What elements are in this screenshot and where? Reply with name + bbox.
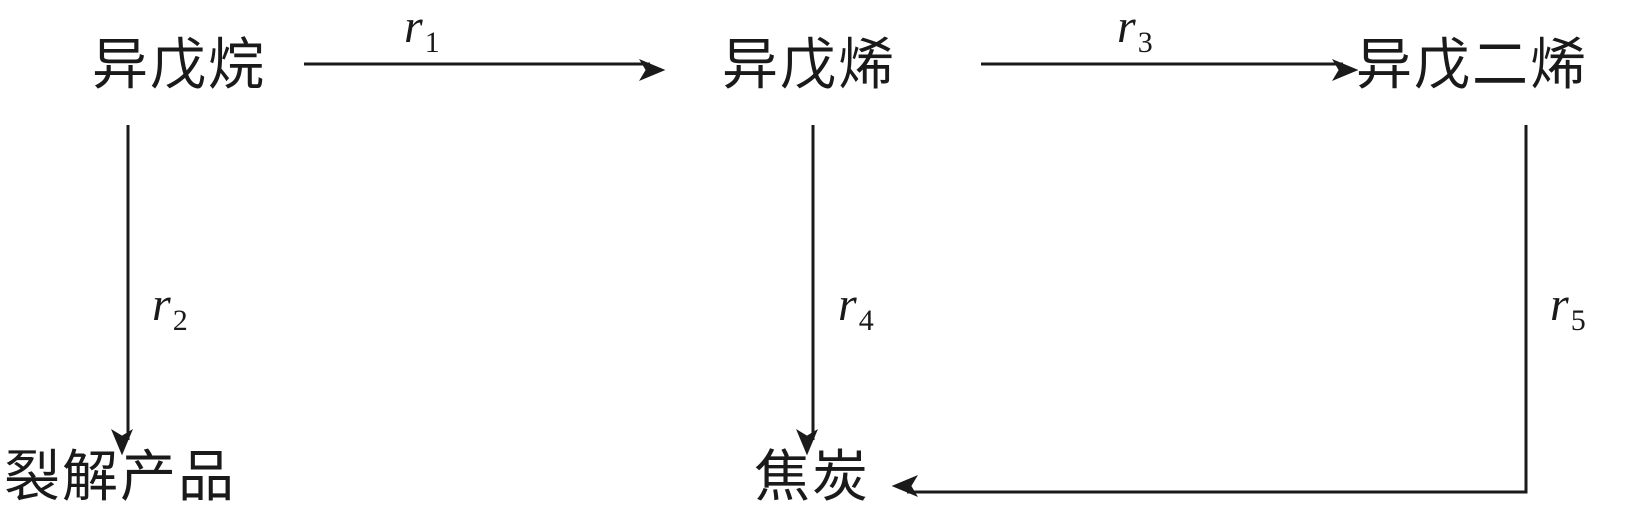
rate-subscript: 3 <box>1137 26 1153 59</box>
node-isoprene: 异戊二烯 <box>1356 33 1588 98</box>
rate-symbol: r <box>404 0 423 53</box>
node-isopentane: 异戊烷 <box>92 33 266 98</box>
rate-label-r2: r2 <box>152 280 188 346</box>
rate-symbol: r <box>838 278 857 331</box>
rate-subscript: 5 <box>1570 304 1586 337</box>
rate-label-r1: r1 <box>404 2 440 68</box>
rate-symbol: r <box>152 278 171 331</box>
rate-subscript: 1 <box>424 26 440 59</box>
rate-label-r4: r4 <box>838 280 874 346</box>
rate-subscript: 2 <box>172 304 188 337</box>
rate-symbol: r <box>1117 0 1136 53</box>
node-isopentene: 异戊烯 <box>722 33 896 98</box>
rate-subscript: 4 <box>858 304 874 337</box>
rate-symbol: r <box>1550 278 1569 331</box>
node-cracking-products: 裂解产品 <box>4 445 236 510</box>
node-coke: 焦炭 <box>754 445 870 510</box>
arrow-r5 <box>891 125 1528 497</box>
rate-label-r3: r3 <box>1117 2 1153 68</box>
rate-label-r5: r5 <box>1550 280 1586 346</box>
